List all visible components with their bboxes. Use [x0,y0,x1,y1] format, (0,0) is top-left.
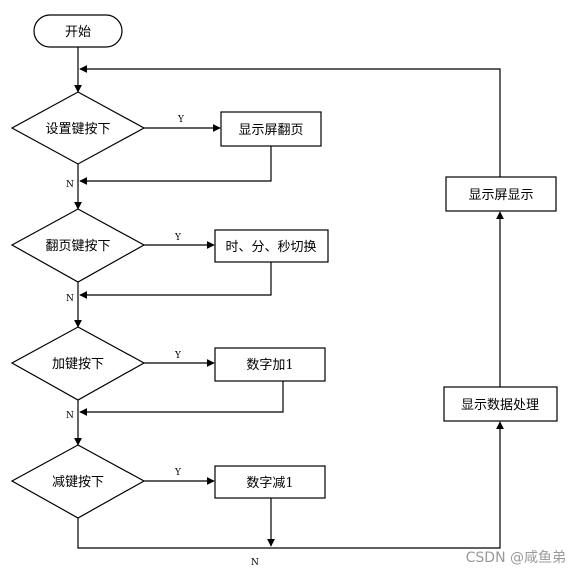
process-data-process: 显示数据处理 [443,386,558,422]
decision-page-key: 翻页键按下 [10,208,146,283]
arrow-time-switch-return [79,262,272,299]
process-time-switch: 时、分、秒切换 [214,229,329,263]
process-time-switch-label: 时、分、秒切换 [225,240,316,255]
yes-label-1: Y [177,115,185,125]
decision-sub-key-label: 减键按下 [52,475,104,490]
decision-set-key-label: 设置键按下 [45,122,110,137]
decision-page-key-label: 翻页键按下 [45,239,110,254]
process-num-minus: 数字减1 [214,465,326,499]
no-label-2: N [66,294,74,304]
process-num-plus-label: 数字加1 [246,358,293,373]
arrow-screen-page-return [79,146,272,185]
process-screen-page: 显示屏翻页 [220,111,322,147]
arrow-to-data-process [77,421,504,549]
yes-label-3: Y [174,351,182,361]
no-label-4: N [251,558,259,568]
decision-set-key: 设置键按下 [10,91,146,165]
process-screen-page-label: 显示屏翻页 [238,123,303,138]
process-screen-show: 显示屏显示 [445,176,557,212]
decision-sub-key: 减键按下 [10,444,146,519]
no-label-3: N [66,411,74,421]
watermark-text: CSDN @咸鱼弟 [466,549,566,566]
yes-label-2: Y [174,233,182,243]
no-label-1: N [66,180,74,190]
process-num-minus-label: 数字减1 [246,476,293,491]
start-node: 开始 [33,14,123,48]
process-data-process-label: 显示数据处理 [461,398,539,413]
loop-back-arrow [79,65,501,179]
yes-label-4: Y [174,468,182,478]
process-screen-show-label: 显示屏显示 [468,188,533,203]
decision-add-key-label: 加键按下 [52,357,104,372]
start-label: 开始 [65,25,91,40]
arrow-num-plus-return [79,381,284,416]
decision-add-key: 加键按下 [10,326,146,401]
process-num-plus: 数字加1 [214,347,326,382]
